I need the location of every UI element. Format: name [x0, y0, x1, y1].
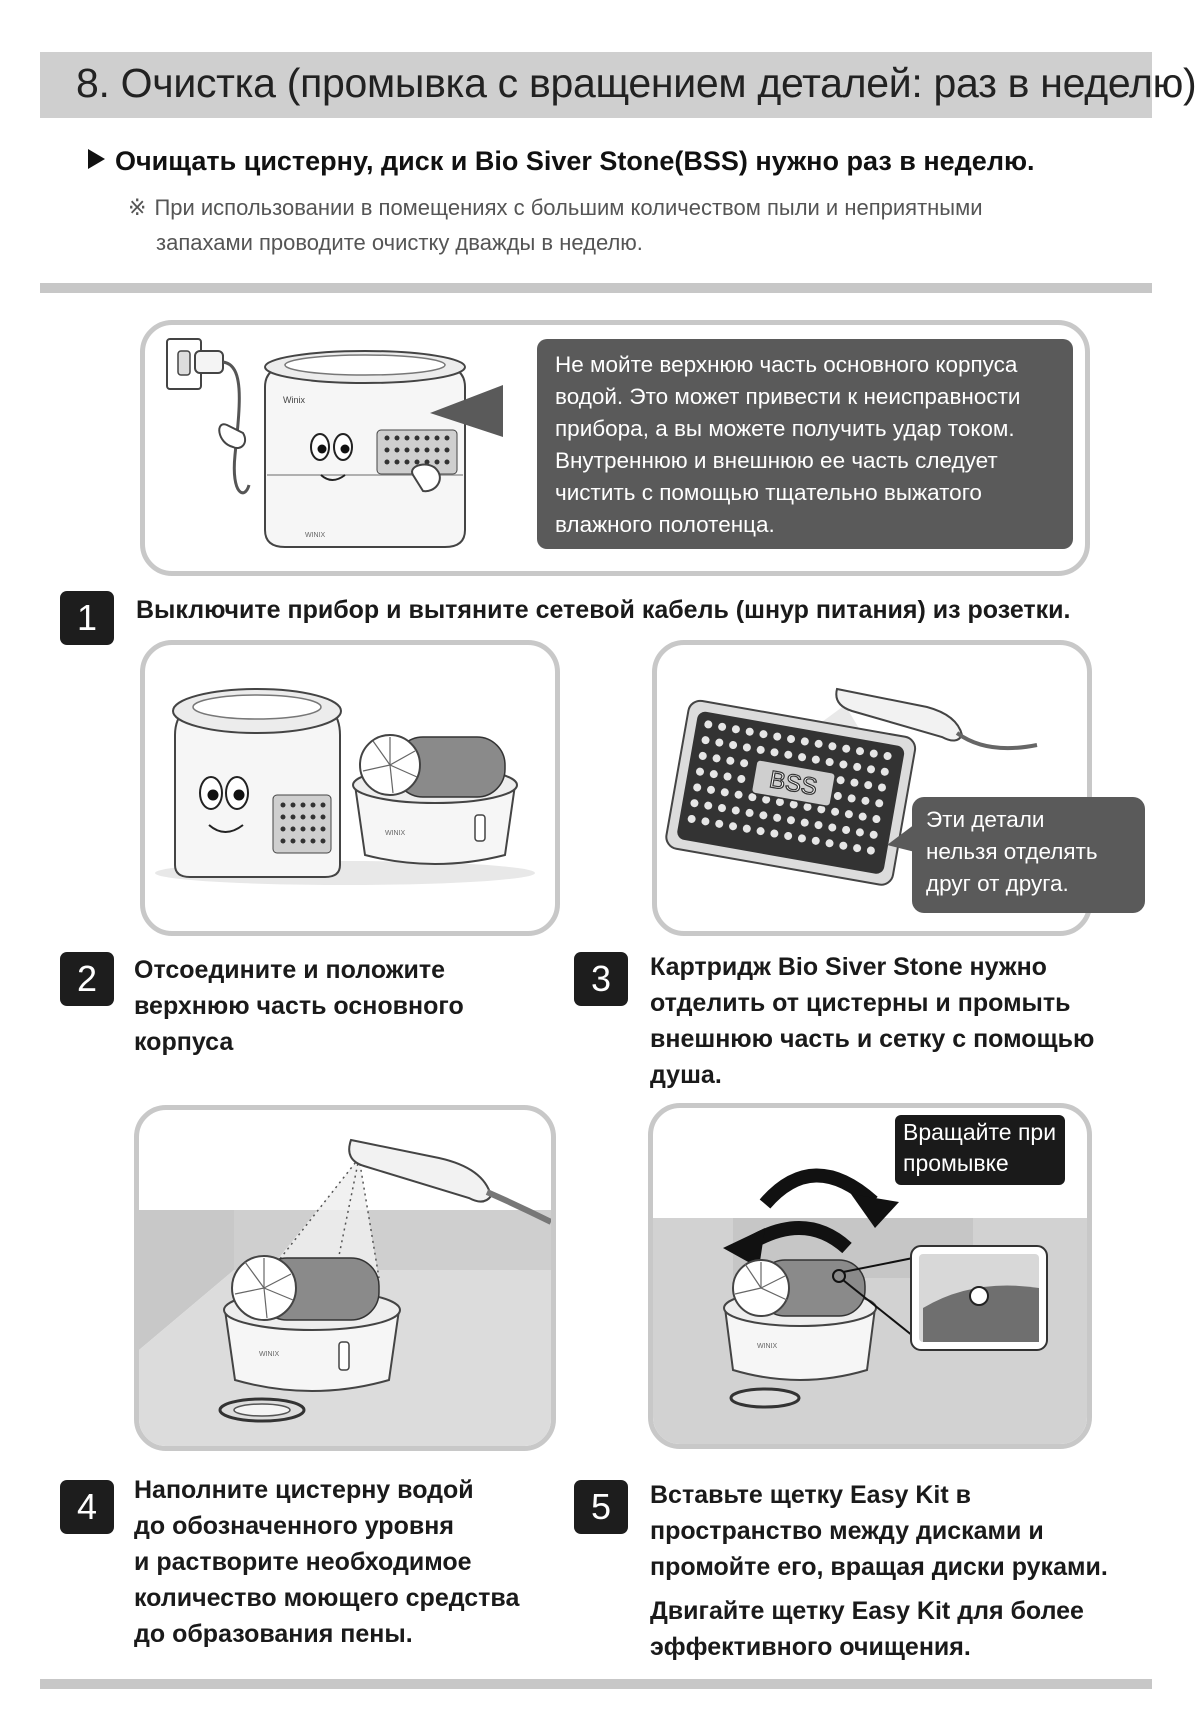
step-2-badge: 2 — [60, 952, 114, 1006]
step-2-line: верхнюю часть основного — [134, 992, 464, 1020]
intro-bullet-text: Очищать цистерну, диск и Bio Siver Stone… — [115, 146, 1035, 176]
note-line-1: При использовании в помещениях с большим… — [154, 195, 983, 220]
step-4-text: Наполните цистерну водой до обозначенног… — [134, 1472, 519, 1652]
bss-callout-line: Эти детали — [926, 807, 1045, 832]
step-5-badge: 5 — [574, 1480, 628, 1534]
warning-line: влажного полотенца. — [555, 512, 775, 537]
intro-bullet: Очищать цистерну, диск и Bio Siver Stone… — [88, 146, 1035, 177]
step-3-line: внешнюю часть и сетку с помощью — [650, 1025, 1095, 1053]
device-brand-text: Winix — [283, 395, 305, 405]
step-3-badge: 3 — [574, 952, 628, 1006]
warning-line: Внутреннюю и внешнюю ее часть следует — [555, 448, 998, 473]
step-3-line: отделить от цистерны и промыть — [650, 989, 1071, 1017]
warning-line: прибора, а вы можете получить удар током… — [555, 416, 1015, 441]
step-3-line: Картридж Bio Siver Stone нужно — [650, 953, 1047, 981]
step-2-line: Отсоедините и положите — [134, 956, 446, 984]
step-5-line: Вставьте щетку Easy Kit в — [650, 1481, 971, 1509]
divider-top — [40, 283, 1152, 293]
warning-line: водой. Это может привести к неисправност… — [555, 384, 1021, 409]
step-4-line: до образования пены. — [134, 1620, 413, 1648]
rotate-label: Вращайте при промывке — [895, 1115, 1065, 1185]
note-mark: ※ — [128, 195, 147, 220]
bss-callout-line: друг от друга. — [926, 871, 1069, 896]
svg-text:WINIX: WINIX — [259, 1351, 280, 1358]
warning-line: чистить с помощью тщательно выжатого — [555, 480, 982, 505]
panel-rotate-discs: WINIX — [648, 1103, 1092, 1449]
step-2-line: корпуса — [134, 1028, 234, 1056]
note-line-2: запахами проводите очистку дважды в неде… — [156, 230, 643, 255]
step-4-line: и растворите необходимое — [134, 1548, 472, 1576]
triangle-bullet-icon — [88, 149, 105, 169]
divider-bottom — [40, 1679, 1152, 1689]
bss-callout: Эти детали нельзя отделять друг от друга… — [912, 797, 1145, 913]
step-4-badge: 4 — [60, 1480, 114, 1534]
panel-detach-top: WINIX — [140, 640, 560, 936]
svg-text:WINIX: WINIX — [757, 1343, 778, 1350]
intro-note: ※ При использовании в помещениях с больши… — [128, 190, 1088, 260]
step-4-line: Наполните цистерну водой — [134, 1476, 474, 1504]
warning-callout: Не мойте верхнюю часть основного корпуса… — [537, 339, 1073, 549]
svg-text:WINIX: WINIX — [305, 532, 326, 539]
bss-callout-line: нельзя отделять — [926, 839, 1098, 864]
purifier-unplug-illustration: Winix WINIX — [166, 338, 503, 548]
step-5-line: промойте его, вращая диски руками. — [650, 1553, 1108, 1581]
warning-panel: Winix WINIX Не мойте верхнюю часть основ… — [140, 320, 1090, 576]
step-2-text: Отсоедините и положите верхнюю часть осн… — [134, 952, 464, 1060]
step-5-line: эффективного очищения. — [650, 1633, 971, 1661]
step-1-badge: 1 — [60, 591, 114, 645]
rotate-discs-illustration: WINIX — [653, 1168, 1087, 1444]
detached-body-illustration: WINIX — [155, 688, 535, 885]
step-5-line: Двигайте щетку Easy Kit для более — [650, 1597, 1084, 1625]
step-1-line: Выключите прибор и вытяните сетевой кабе… — [136, 596, 1071, 624]
bss-shower-illustration: BSS — [665, 687, 1038, 886]
page-title-bar: 8. Очистка (промывка с вращением деталей… — [40, 52, 1197, 118]
warning-line: Не мойте верхнюю часть основного корпуса — [555, 352, 1018, 377]
step-5-text: Вставьте щетку Easy Kit в пространство м… — [650, 1477, 1108, 1665]
svg-text:WINIX: WINIX — [385, 830, 406, 837]
page-title: 8. Очистка (промывка с вращением деталей… — [76, 60, 1197, 106]
step-1-text: Выключите прибор и вытяните сетевой кабе… — [136, 592, 1070, 628]
step-5-line: пространство между дисками и — [650, 1517, 1044, 1545]
rotate-label-line: промывке — [903, 1150, 1009, 1176]
panel-fill-tank: WINIX — [134, 1105, 556, 1451]
step-3-line: душа. — [650, 1061, 722, 1089]
step-4-line: до обозначенного уровня — [134, 1512, 454, 1540]
rotate-label-line: Вращайте при — [903, 1119, 1057, 1145]
step-4-line: количество моющего средства — [134, 1584, 520, 1612]
tank-shower-illustration: WINIX — [139, 1138, 551, 1446]
step-3-text: Картридж Bio Siver Stone нужно отделить … — [650, 949, 1094, 1093]
